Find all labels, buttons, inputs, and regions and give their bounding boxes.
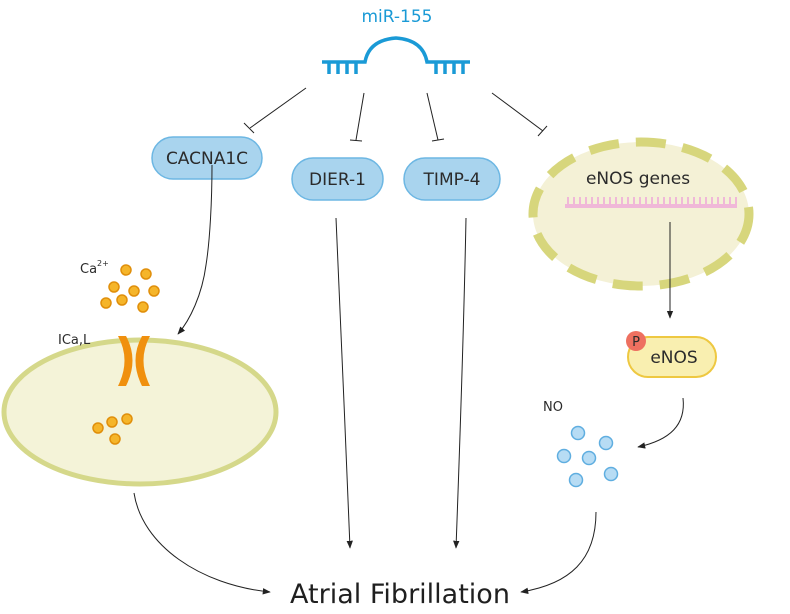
inhibit-dier1-bar [349, 139, 363, 142]
arrow-cell-to-af [133, 492, 271, 595]
calcium-ion [92, 422, 104, 434]
dier1-pill [291, 157, 384, 201]
enos-nucleus: eNOS genes [528, 137, 754, 291]
gene-base-tick [729, 197, 731, 205]
gene-base-tick [627, 197, 629, 205]
calcium-ion [108, 281, 120, 293]
arrow-cacna1c-to-channel [177, 164, 213, 335]
calcium-ion [137, 301, 149, 313]
inhibit-cacna1c-bar [243, 122, 255, 134]
calcium-ion [140, 268, 152, 280]
no-molecule [570, 425, 586, 441]
no-molecule [581, 450, 597, 466]
inhibit-timp4-bar [431, 138, 445, 142]
cardiomyocyte-cell [1, 337, 279, 487]
l-type-calcium-channel-icon [118, 336, 150, 386]
calcium-label: Ca2+ [80, 259, 109, 277]
arrow-dier1-to-af [335, 217, 353, 549]
target-cacna1c: CACNA1C [151, 136, 263, 180]
calcium-ions-intracellular [92, 413, 133, 445]
gene-base-tick [711, 197, 713, 205]
timp4-label: TIMP-4 [423, 170, 481, 190]
calcium-ion [116, 294, 128, 306]
arrow-enos-to-no [637, 397, 684, 449]
calcium-charge: 2+ [97, 259, 109, 268]
calcium-ion [109, 433, 121, 445]
calcium-ion [120, 264, 132, 276]
gene-base-tick [657, 197, 659, 205]
gene-base-tick [723, 197, 725, 205]
calcium-ions-extracellular [100, 264, 160, 313]
gene-base-tick [585, 197, 587, 205]
gene-base-tick [639, 197, 641, 205]
inhibit-dier1-line [355, 92, 365, 141]
inhibit-timp4-line [426, 92, 439, 141]
cacna1c-pill [151, 136, 263, 180]
no-label: NO [543, 400, 563, 415]
nucleus-ellipse [528, 137, 754, 291]
calcium-symbol: Ca [80, 262, 97, 277]
target-timp4: TIMP-4 [403, 157, 501, 201]
gene-strand [565, 204, 737, 208]
enos-genes-label: eNOS genes [586, 169, 690, 189]
gene-base-tick [717, 197, 719, 205]
enos-pill [627, 336, 717, 378]
target-dier1: DIER-1 [291, 157, 384, 201]
gene-base-tick [615, 197, 617, 205]
gene-base-tick [579, 197, 581, 205]
calcium-ion [128, 285, 140, 297]
no-molecule [598, 435, 614, 451]
ica-l-label: ICa,L [58, 333, 91, 348]
gene-base-tick [633, 197, 635, 205]
cacna1c-label: CACNA1C [166, 149, 248, 169]
calcium-ion [100, 297, 112, 309]
gene-base-tick [603, 197, 605, 205]
gene-base-tick [693, 197, 695, 205]
timp4-pill [403, 157, 501, 201]
gene-base-tick [609, 197, 611, 205]
no-molecule [568, 472, 584, 488]
gene-base-tick [705, 197, 707, 205]
gene-base-tick [669, 197, 671, 205]
gene-base-tick [621, 197, 623, 205]
dier1-label: DIER-1 [309, 170, 366, 190]
arrow-no-to-af [520, 511, 597, 594]
phosphate-icon [626, 331, 646, 351]
nitric-oxide-molecules [556, 425, 619, 488]
gene-base-tick [675, 197, 677, 205]
dna-gene-icon [565, 197, 737, 208]
gene-base-tick [645, 197, 647, 205]
gene-base-tick [591, 197, 593, 205]
gene-base-tick [651, 197, 653, 205]
no-molecule [556, 448, 572, 464]
enos-protein: eNOS P [626, 331, 717, 378]
calcium-ion [121, 413, 133, 425]
inhibit-enos-genes-bar [537, 125, 548, 137]
gene-base-tick [735, 197, 737, 205]
gene-base-tick [663, 197, 665, 205]
gene-base-tick [681, 197, 683, 205]
calcium-ion [106, 416, 118, 428]
mirna-title: miR-155 [362, 7, 433, 27]
phosphate-label: P [632, 335, 640, 350]
calcium-ion [148, 285, 160, 297]
gene-base-tick [687, 197, 689, 205]
gene-base-tick [699, 197, 701, 205]
atrial-fibrillation-label: Atrial Fibrillation [290, 579, 510, 610]
arrow-timp4-to-af [453, 217, 467, 549]
inhibition-edges [243, 87, 548, 142]
gene-base-tick [567, 197, 569, 205]
no-molecule [603, 466, 619, 482]
inhibit-cacna1c-line [249, 87, 307, 129]
mirna-hairpin-icon [322, 36, 470, 74]
inhibit-enos-genes-line [491, 92, 544, 132]
enos-label: eNOS [650, 348, 697, 368]
gene-base-tick [597, 197, 599, 205]
gene-base-tick [573, 197, 575, 205]
